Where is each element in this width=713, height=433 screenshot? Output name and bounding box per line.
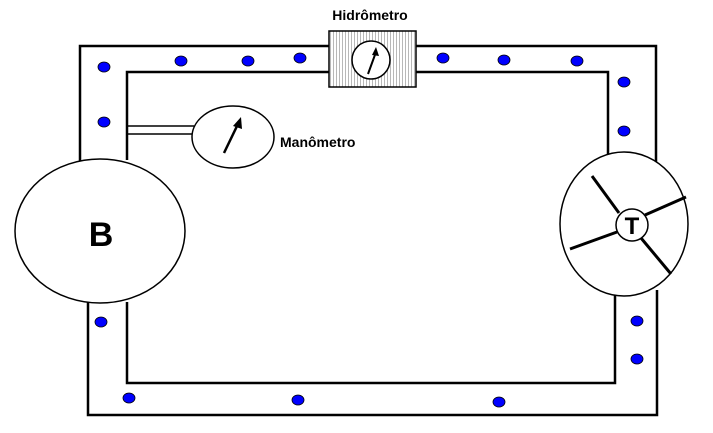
turbine-blades [569, 175, 687, 275]
water-particle [630, 315, 644, 327]
water-particle [492, 396, 506, 408]
turbine-blade [590, 175, 621, 214]
manometer [191, 105, 275, 169]
hydrometer-label: Hidrômetro [332, 7, 407, 23]
water-particle [497, 54, 511, 66]
pipe-inner-bottom [125, 295, 617, 385]
water-particle [97, 116, 111, 128]
hydrometer [328, 30, 417, 88]
water-particles [94, 52, 644, 408]
manometer-needle-head [233, 117, 242, 129]
manometer-tube [127, 125, 194, 135]
water-particle [174, 55, 188, 67]
turbine-blade [569, 230, 618, 251]
water-particle [291, 394, 305, 406]
water-particle [617, 76, 631, 88]
turbine-blade [644, 195, 687, 217]
water-particle [293, 52, 307, 64]
manometer-label: Manômetro [280, 134, 355, 150]
water-particle [436, 52, 450, 64]
water-particle [241, 55, 255, 67]
water-particle [122, 392, 136, 404]
pump-label: B [89, 216, 114, 254]
hydrometer-needle-head [372, 47, 379, 56]
dial-icon [351, 40, 391, 80]
pump [14, 158, 186, 304]
water-particle [97, 61, 111, 73]
turbine-hub [615, 208, 649, 242]
water-particle [570, 55, 584, 67]
hydrometer-needle [367, 51, 377, 75]
pipe-outer-bottom [86, 290, 659, 417]
water-particle [630, 353, 644, 365]
turbine-blade [639, 237, 673, 275]
turbine [559, 151, 689, 297]
water-particle [617, 125, 631, 137]
water-particle [94, 316, 108, 328]
needle-arrow-icon [222, 123, 240, 154]
turbine-label: T [625, 213, 640, 240]
